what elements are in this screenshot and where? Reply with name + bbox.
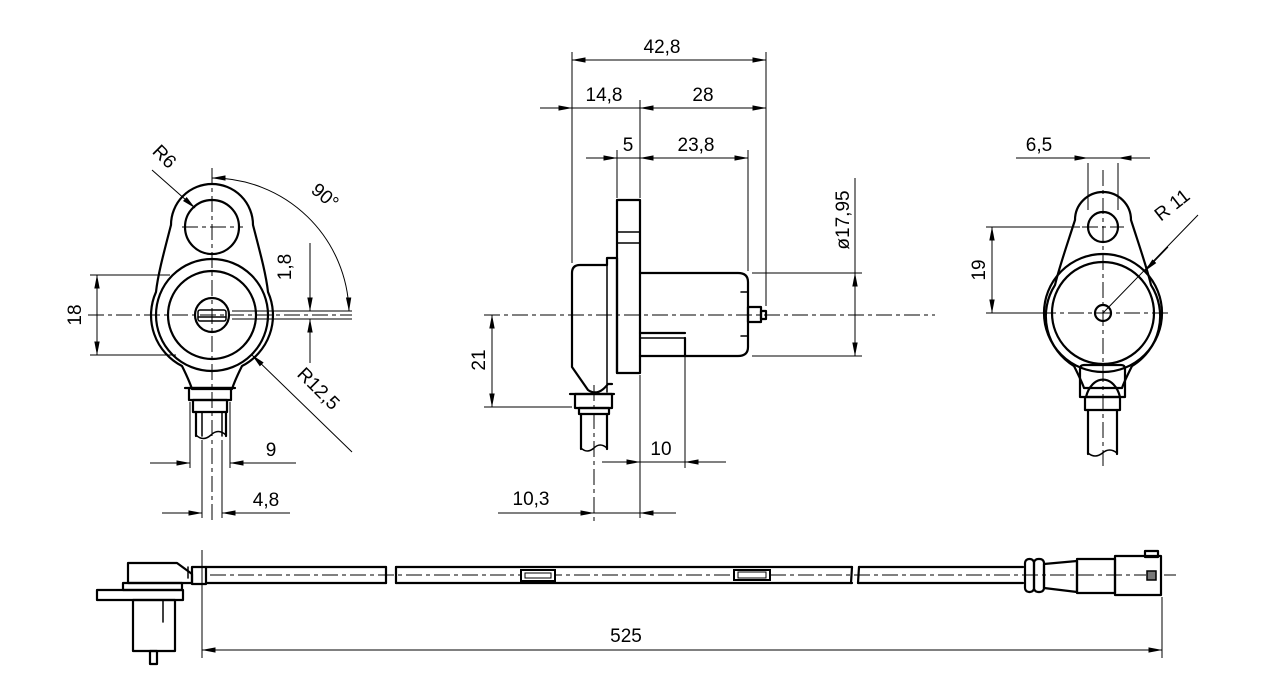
cable-head-body <box>126 561 194 585</box>
dim-label-9: 9 <box>266 440 277 461</box>
dim-rear-6-5: 6,5 <box>1016 135 1150 210</box>
dim-front-1-8: 1,8 <box>232 243 352 363</box>
dim-side-14-8-28: 14,8 28 <box>540 85 767 111</box>
dim-label-525: 525 <box>610 626 642 647</box>
dim-front-4-8: 4,8 <box>162 440 290 518</box>
connector-latch-tab <box>1143 549 1160 559</box>
side-flange-plate <box>615 198 642 375</box>
dim-label-5: 5 <box>623 135 634 156</box>
dim-front-18: 18 <box>65 274 176 356</box>
dim-label-90deg: 90° <box>307 180 343 215</box>
dim-label-18: 18 <box>65 304 86 325</box>
rear-collar-dome <box>1084 378 1122 399</box>
dim-label-21: 21 <box>469 349 490 370</box>
dim-label-r6: R6 <box>148 141 180 173</box>
connector-sleeve-taper <box>1042 559 1079 594</box>
dim-label-6-5: 6,5 <box>1026 135 1052 156</box>
dim-label-14-8: 14,8 <box>586 85 623 106</box>
rear-collar <box>1078 363 1127 399</box>
dim-front-9: 9 <box>150 402 296 468</box>
side-collar-step <box>577 406 611 416</box>
rear-stem-break-line <box>1087 449 1118 457</box>
rear-collar-step <box>1083 395 1122 412</box>
dim-label-r12-5: R12,5 <box>293 364 344 415</box>
cable-marker-2 <box>733 569 771 581</box>
dim-label-10: 10 <box>650 439 671 460</box>
side-stem-break-line <box>580 444 608 452</box>
cable-head-flange <box>95 588 185 602</box>
dim-side-dia-17-95: ø17,95 <box>833 178 858 357</box>
dim-rear-19: 19 <box>969 226 1080 314</box>
rear-mounting-hole <box>1086 210 1120 244</box>
dim-side-10-3: 10,3 <box>498 489 676 516</box>
dim-label-r11: R 11 <box>1151 185 1194 225</box>
connector-body <box>1113 554 1163 597</box>
dim-label-23-8: 23,8 <box>678 135 715 156</box>
cable-head-fitting <box>190 565 208 586</box>
dim-side-5-23-8: 5 23,8 <box>586 135 749 161</box>
rear-body-outline <box>1044 190 1162 390</box>
cable-head-pin <box>148 649 159 666</box>
dim-label-dia-17-95: ø17,95 <box>833 190 854 249</box>
dim-side-10: 10 <box>602 439 726 465</box>
cable-marker-1 <box>520 569 556 582</box>
cable-tube <box>204 565 1025 585</box>
dim-label-19: 19 <box>969 259 990 280</box>
dim-front-r6: R6 <box>148 141 196 209</box>
front-view: R6 90° 18 1,8 R12,5 <box>65 141 353 520</box>
cable-assembly-view: 525 <box>95 549 1176 666</box>
connector-contact-square <box>1146 570 1157 581</box>
dim-label-4-8: 4,8 <box>253 490 279 511</box>
rear-view: 6,5 19 R 11 <box>969 135 1199 470</box>
dim-side-21: 21 <box>469 314 495 408</box>
side-pin-tip <box>759 309 768 321</box>
dim-label-42-8: 42,8 <box>644 37 681 58</box>
dim-label-10-3: 10,3 <box>513 489 550 510</box>
rear-center-hole <box>1093 303 1113 323</box>
cable-head-stem <box>131 598 177 653</box>
side-body-outline <box>570 256 619 394</box>
side-view: 42,8 14,8 28 5 23,8 ø17,95 <box>469 37 935 522</box>
dim-side-42-8: 42,8 <box>571 37 767 63</box>
dim-front-r12-5: R12,5 <box>251 354 353 453</box>
dim-label-28: 28 <box>692 85 713 106</box>
front-collar-step <box>191 398 229 414</box>
connector-sleeve <box>1075 557 1117 595</box>
dim-cable-525: 525 <box>201 550 1163 658</box>
front-stem-break-line <box>195 430 227 440</box>
dim-label-1-8: 1,8 <box>275 254 296 280</box>
